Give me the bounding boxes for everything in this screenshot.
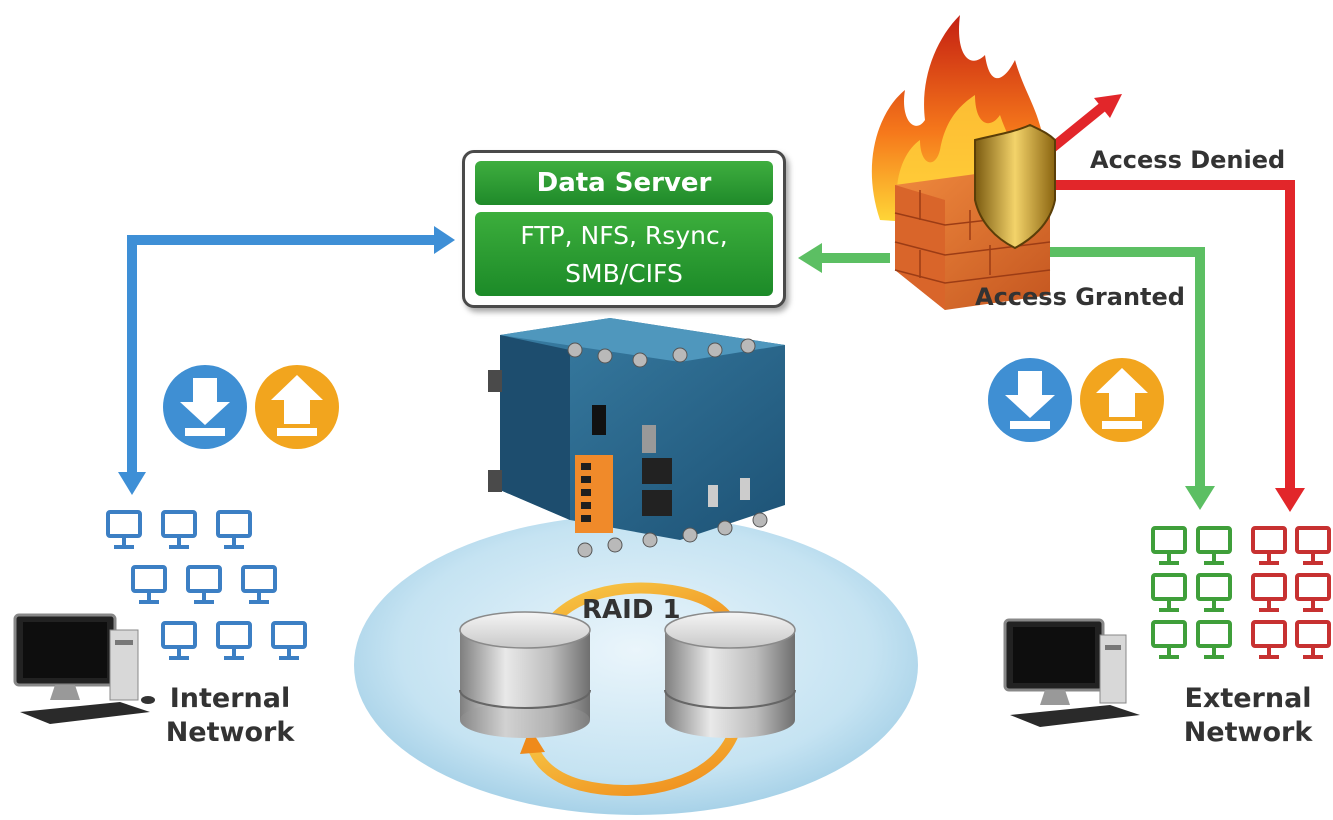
raid-label: RAID 1 (582, 595, 681, 625)
monitor-icon (241, 565, 277, 604)
external-network-line-2: Network (1183, 717, 1313, 748)
monitor-icon (1295, 573, 1331, 612)
monitor-icon (271, 621, 307, 660)
monitor-icon (1251, 620, 1287, 659)
internal-arrowhead-down (118, 472, 146, 495)
access-denied-label: Access Denied (1090, 146, 1286, 174)
external-denied-monitor-grid (1251, 526, 1331, 659)
monitor-icon (1295, 526, 1331, 565)
internal-access-arrow (127, 235, 440, 480)
protocols-line-2: SMB/CIFS (565, 259, 683, 288)
external-network-line-1: External (1184, 683, 1312, 714)
internal-network-line-2: Network (165, 717, 295, 748)
internal-network-line-1: Internal (169, 683, 291, 714)
denied-arrowhead-down (1275, 488, 1305, 512)
data-server-panel: Data Server FTP, NFS, Rsync, SMB/CIFS (462, 150, 786, 308)
monitor-icon (1251, 573, 1287, 612)
external-download-icon (988, 358, 1072, 442)
monitor-icon (216, 510, 252, 549)
monitor-icon (1196, 620, 1232, 659)
raid-disk-right (664, 611, 796, 738)
monitor-icon (131, 565, 167, 604)
protocols-line-1: FTP, NFS, Rsync, (520, 221, 728, 250)
monitor-icon (161, 510, 197, 549)
internal-desktop-computer-icon (13, 613, 155, 724)
monitor-icon (1295, 620, 1331, 659)
monitor-icon (216, 621, 252, 660)
raid-loop-arrowhead-bottom (520, 728, 545, 754)
granted-arrowhead-down (1185, 486, 1215, 510)
monitor-icon (1196, 573, 1232, 612)
external-upload-icon (1080, 358, 1164, 442)
access-granted-label: Access Granted (975, 283, 1185, 311)
external-allowed-monitor-grid (1151, 526, 1232, 659)
internal-monitor-grid (106, 510, 307, 660)
shield-icon (974, 123, 1056, 250)
external-network-label: External Network (1168, 682, 1328, 750)
external-desktop-computer-icon (1003, 618, 1140, 727)
internal-network-label: Internal Network (150, 682, 310, 750)
internal-upload-icon (255, 365, 339, 449)
monitor-icon (106, 510, 142, 549)
monitor-icon (1151, 620, 1187, 659)
granted-arrowhead-left (798, 243, 822, 273)
data-server-title: Data Server (475, 161, 773, 205)
internal-arrowhead-right (434, 226, 455, 254)
data-server-protocols: FTP, NFS, Rsync, SMB/CIFS (475, 212, 773, 296)
monitor-icon (1151, 526, 1187, 565)
internal-download-icon (163, 365, 247, 449)
granted-access-arrow (818, 247, 1205, 492)
raid-disk-left (459, 611, 591, 738)
raid-sync-loop (527, 582, 741, 796)
raid-cloud (354, 515, 918, 815)
monitor-icon (186, 565, 222, 604)
monitor-icon (161, 621, 197, 660)
monitor-icon (1151, 573, 1187, 612)
monitor-icon (1196, 526, 1232, 565)
monitor-icon (1251, 526, 1287, 565)
denied-arrowhead-up-right (1094, 94, 1122, 118)
io-server-device (488, 318, 785, 558)
